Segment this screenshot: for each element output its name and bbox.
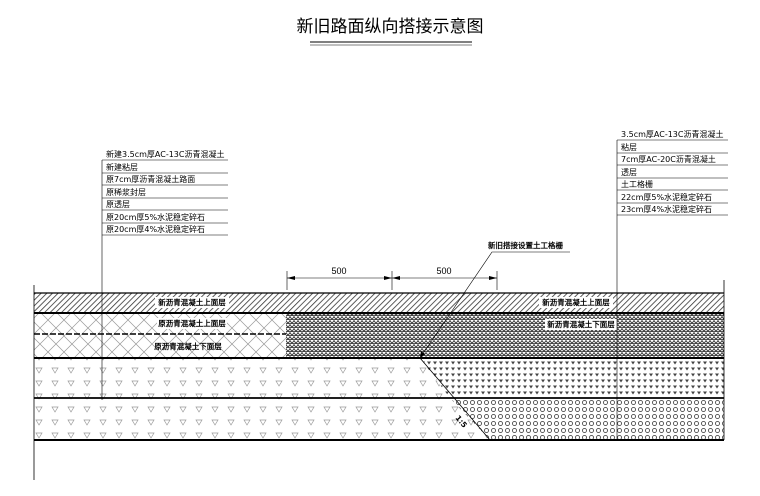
layer-boundaries — [33, 280, 725, 480]
right-callout-item: 粘层 — [621, 142, 637, 152]
right-callout: 3.5cm厚AC-13C沥青混凝土 粘层 7cm厚AC-20C沥青混凝土 透层 … — [617, 129, 728, 216]
right-callout-item: 3.5cm厚AC-13C沥青混凝土 — [621, 129, 723, 139]
right-callout-item: 7cm厚AC-20C沥青混凝土 — [621, 154, 716, 164]
left-callout-item: 新建3.5cm厚AC-13C沥青混凝土 — [106, 149, 224, 159]
slope-line — [419, 357, 491, 441]
right-callout-item: 22cm厚5%水泥稳定碎石 — [621, 192, 712, 202]
label-right-top: 新沥青混凝土上面层 — [542, 297, 610, 307]
label-right-mid: 新沥青混凝土下面层 — [547, 319, 615, 329]
layer-new-upper — [34, 293, 724, 313]
left-callout-item: 新建粘层 — [106, 162, 138, 172]
dimension-label: 500 — [436, 266, 451, 276]
right-callout-item: 透层 — [621, 168, 637, 177]
left-callout: 新建3.5cm厚AC-13C沥青混凝土 新建粘层 原7cm厚沥青混凝土路面 原稀… — [102, 149, 228, 236]
left-callout-item: 原稀浆封层 — [106, 187, 146, 197]
layer-new-base-lower — [450, 398, 724, 440]
layer-new-base-upper — [420, 358, 724, 398]
label-left-low: 原沥青混凝土下面层 — [154, 341, 222, 351]
diagram-title: 新旧路面纵向搭接示意图 — [297, 17, 484, 37]
left-callout-item: 原20cm厚4%水泥稳定碎石 — [106, 224, 205, 234]
right-callout-item: 23cm厚4%水泥稳定碎石 — [621, 204, 712, 214]
right-callout-item: 土工格栅 — [621, 179, 653, 189]
left-callout-item: 原20cm厚5%水泥稳定碎石 — [106, 212, 205, 222]
geogrid-label: 新旧搭接设置土工格栅 — [488, 240, 563, 250]
dimension-label: 500 — [331, 266, 346, 276]
dimension-lines — [286, 271, 498, 290]
layer-labels: 新沥青混凝土上面层 原沥青混凝土上面层 原沥青混凝土下面层 新沥青混凝土上面层 … — [154, 297, 617, 430]
left-callout-item: 原透层 — [106, 200, 130, 209]
geogrid-leader — [419, 251, 570, 359]
label-left-mid: 原沥青混凝土上面层 — [158, 318, 226, 328]
dimension-arrows — [287, 276, 497, 280]
layer-new-lower — [286, 313, 724, 358]
label-left-top: 新沥青混凝土上面层 — [158, 297, 226, 307]
left-callout-item: 原7cm厚沥青混凝土路面 — [106, 174, 195, 184]
arrow-icon — [420, 351, 425, 358]
